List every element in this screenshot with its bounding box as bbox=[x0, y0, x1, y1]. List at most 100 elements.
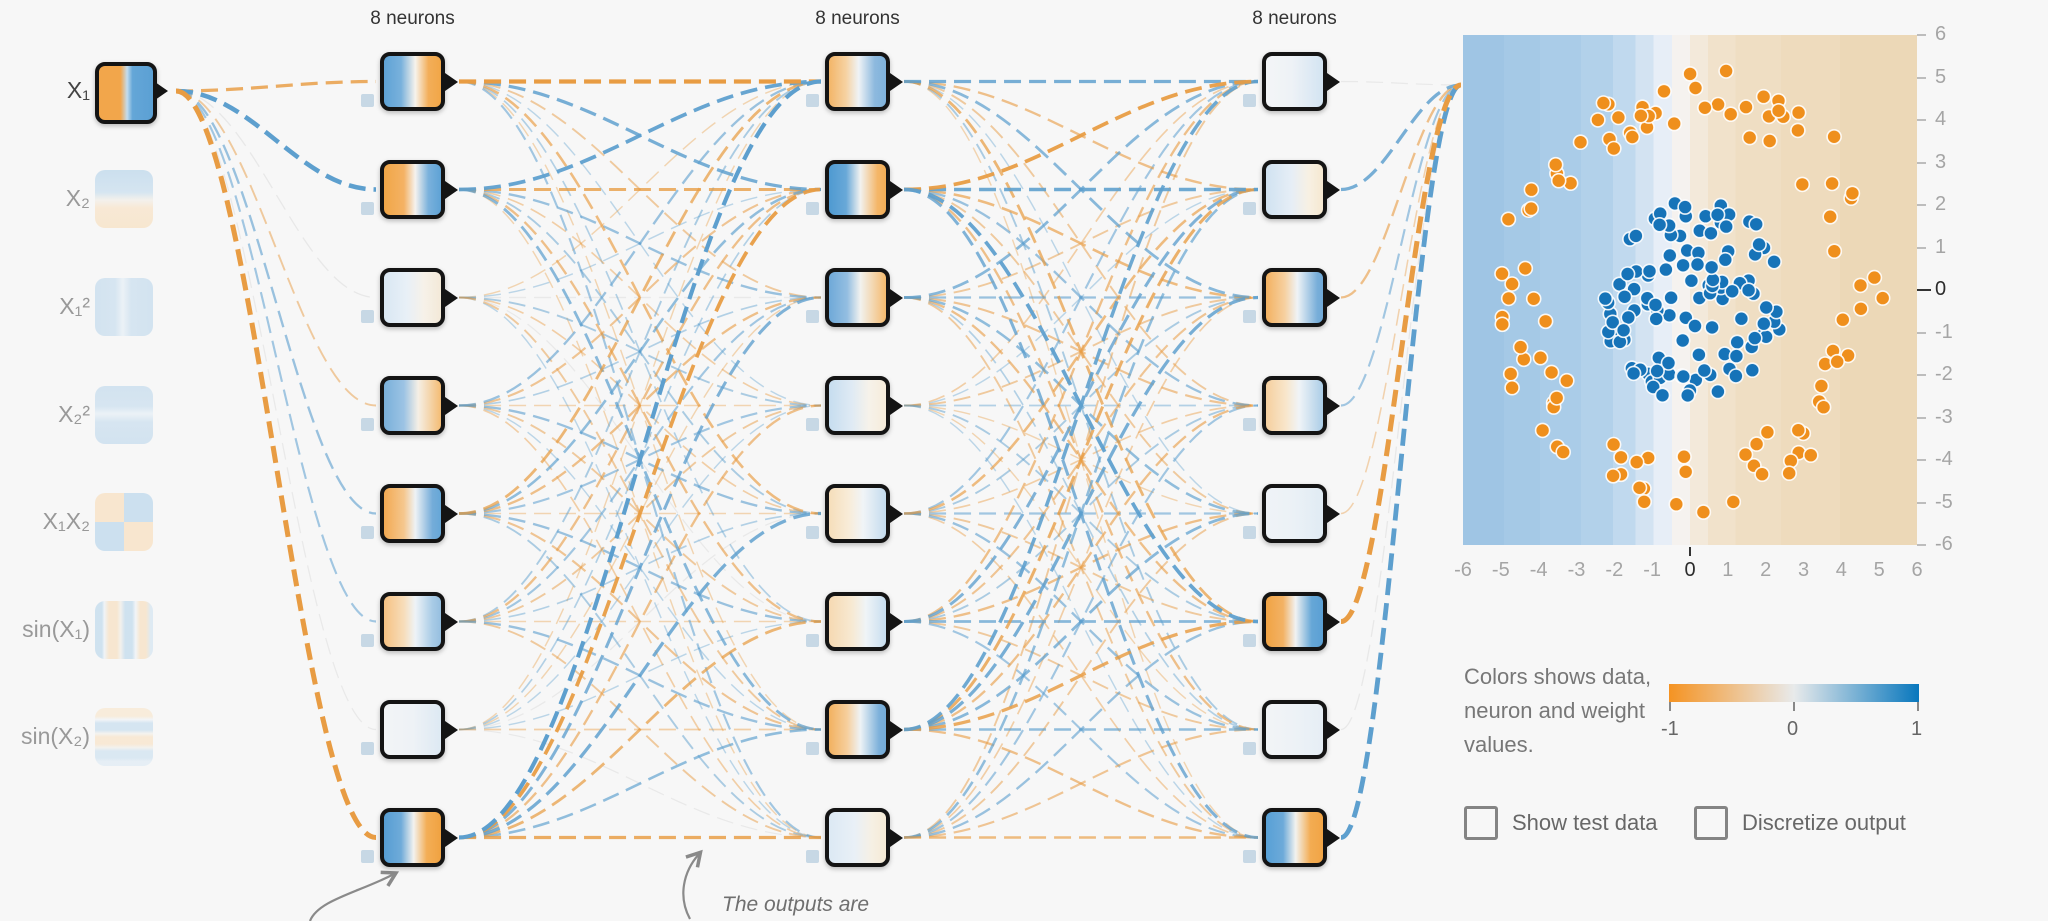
neuron-bias-square[interactable] bbox=[1243, 202, 1256, 215]
link-l3n6-output[interactable] bbox=[1340, 82, 1462, 625]
neuron-l1-n7[interactable] bbox=[380, 700, 445, 759]
link-l2n2-l3n6[interactable] bbox=[903, 187, 1259, 624]
neuron-bias-square[interactable] bbox=[361, 202, 374, 215]
link-l1n5-l2n2[interactable] bbox=[458, 188, 822, 515]
link-l1n4-l2n8[interactable] bbox=[458, 404, 822, 839]
neuron-l3-n1[interactable] bbox=[1262, 52, 1327, 111]
link-l1n8-l2n2[interactable] bbox=[458, 187, 822, 840]
neuron-bias-square[interactable] bbox=[806, 202, 819, 215]
neuron-bias-square[interactable] bbox=[1243, 310, 1256, 323]
link-l3n3-output[interactable] bbox=[1340, 83, 1462, 299]
link-x1-l1n2[interactable] bbox=[175, 88, 377, 192]
neuron-bias-square[interactable] bbox=[361, 634, 374, 647]
link-l2n8-l3n5[interactable] bbox=[903, 512, 1259, 839]
link-l2n7-l3n6[interactable] bbox=[903, 619, 1259, 732]
neuron-bias-square[interactable] bbox=[806, 310, 819, 323]
neuron-bias-square[interactable] bbox=[1243, 526, 1256, 539]
link-l1n4-l2n1[interactable] bbox=[458, 80, 822, 407]
feature-x1x2[interactable] bbox=[95, 493, 153, 551]
neuron-l2-n5[interactable] bbox=[825, 484, 890, 543]
neuron-bias-square[interactable] bbox=[806, 418, 819, 431]
neuron-bias-square[interactable] bbox=[361, 850, 374, 863]
neuron-l3-n5[interactable] bbox=[1262, 484, 1327, 543]
neuron-bias-square[interactable] bbox=[1243, 418, 1256, 431]
neuron-l2-n6[interactable] bbox=[825, 592, 890, 651]
link-l2n1-l3n6[interactable] bbox=[903, 80, 1259, 623]
link-l1n3-l2n7[interactable] bbox=[458, 296, 822, 731]
link-l1n8-l2n7[interactable] bbox=[458, 728, 822, 839]
link-l3n8-output[interactable] bbox=[1339, 82, 1463, 840]
link-l1n8-l2n1[interactable] bbox=[458, 79, 822, 840]
link-l2n4-l3n7[interactable] bbox=[903, 404, 1259, 731]
neuron-l1-n8[interactable] bbox=[380, 808, 445, 867]
link-l3n5-output[interactable] bbox=[1340, 84, 1462, 515]
link-l2n4-l3n1[interactable] bbox=[903, 80, 1259, 407]
link-l1n2-l2n1[interactable] bbox=[458, 79, 822, 192]
neuron-l1-n1[interactable] bbox=[380, 52, 445, 111]
feature-sinx2[interactable] bbox=[95, 708, 153, 766]
feature-x1[interactable] bbox=[95, 62, 157, 124]
link-l3n7-output[interactable] bbox=[1340, 84, 1462, 731]
link-l1n8-l2n3[interactable] bbox=[458, 295, 822, 840]
neuron-bias-square[interactable] bbox=[1243, 634, 1256, 647]
neuron-l3-n4[interactable] bbox=[1262, 376, 1327, 435]
link-l1n8-l2n4[interactable] bbox=[458, 404, 822, 839]
link-l1n5-l2n7[interactable] bbox=[458, 512, 822, 731]
link-l1n5-l2n3[interactable] bbox=[458, 296, 822, 515]
neuron-bias-square[interactable] bbox=[1243, 94, 1256, 107]
neuron-bias-square[interactable] bbox=[806, 94, 819, 107]
neuron-l3-n3[interactable] bbox=[1262, 268, 1327, 327]
neuron-bias-square[interactable] bbox=[806, 634, 819, 647]
link-l2n6-l3n3[interactable] bbox=[903, 296, 1259, 623]
link-l2n3-l3n6[interactable] bbox=[903, 296, 1259, 623]
neuron-bias-square[interactable] bbox=[1243, 850, 1256, 863]
neuron-l1-n3[interactable] bbox=[380, 268, 445, 327]
neuron-l1-n4[interactable] bbox=[380, 376, 445, 435]
neuron-l2-n1[interactable] bbox=[825, 52, 890, 111]
neuron-l2-n4[interactable] bbox=[825, 376, 890, 435]
link-l1n2-l2n6[interactable] bbox=[458, 188, 822, 623]
link-l2n2-l3n5[interactable] bbox=[903, 188, 1259, 515]
link-l2n6-l3n5[interactable] bbox=[903, 512, 1259, 623]
link-l1n1-l2n5[interactable] bbox=[458, 80, 822, 515]
link-l2n7-l3n5[interactable] bbox=[903, 512, 1259, 731]
feature-sinx1[interactable] bbox=[95, 601, 153, 659]
neuron-l2-n2[interactable] bbox=[825, 160, 890, 219]
show-test-data-checkbox[interactable]: Show test data bbox=[1464, 806, 1658, 840]
link-l3n4-output[interactable] bbox=[1340, 83, 1462, 407]
neuron-bias-square[interactable] bbox=[1243, 742, 1256, 755]
feature-x2sq[interactable] bbox=[95, 386, 153, 444]
link-l1n6-l2n2[interactable] bbox=[458, 188, 822, 623]
link-x1-l1n7[interactable] bbox=[175, 90, 377, 731]
feature-x1sq[interactable] bbox=[95, 278, 153, 336]
neuron-bias-square[interactable] bbox=[361, 418, 374, 431]
link-l2n7-l3n2[interactable] bbox=[903, 187, 1259, 732]
link-x1-l1n3[interactable] bbox=[175, 90, 377, 299]
link-l2n7-l3n3[interactable] bbox=[903, 295, 1259, 732]
neuron-l3-n2[interactable] bbox=[1262, 160, 1327, 219]
link-l2n5-l3n8[interactable] bbox=[903, 512, 1259, 839]
link-l1n4-l2n2[interactable] bbox=[458, 188, 822, 407]
neuron-l2-n3[interactable] bbox=[825, 268, 890, 327]
discretize-output-checkbox[interactable]: Discretize output bbox=[1694, 806, 1906, 840]
link-l3n1-output[interactable] bbox=[1340, 80, 1462, 86]
link-l2n7-l3n4[interactable] bbox=[903, 404, 1259, 731]
neuron-bias-square[interactable] bbox=[361, 94, 374, 107]
neuron-l3-n7[interactable] bbox=[1262, 700, 1327, 759]
link-x1-l1n8[interactable] bbox=[175, 88, 377, 841]
neuron-bias-square[interactable] bbox=[806, 526, 819, 539]
neuron-bias-square[interactable] bbox=[361, 742, 374, 755]
neuron-bias-square[interactable] bbox=[806, 850, 819, 863]
checkbox-box[interactable] bbox=[1694, 806, 1728, 840]
neuron-l1-n2[interactable] bbox=[380, 160, 445, 219]
link-x1-l1n6[interactable] bbox=[175, 89, 377, 623]
neuron-bias-square[interactable] bbox=[806, 742, 819, 755]
neuron-l1-n6[interactable] bbox=[380, 592, 445, 651]
neuron-l3-n6[interactable] bbox=[1262, 592, 1327, 651]
link-x1-l1n5[interactable] bbox=[175, 89, 377, 515]
link-l2n2-l3n1[interactable] bbox=[903, 79, 1259, 192]
link-l3n2-output[interactable] bbox=[1340, 83, 1462, 192]
checkbox-box[interactable] bbox=[1464, 806, 1498, 840]
link-l2n7-l3n8[interactable] bbox=[903, 728, 1259, 839]
neuron-bias-square[interactable] bbox=[361, 526, 374, 539]
